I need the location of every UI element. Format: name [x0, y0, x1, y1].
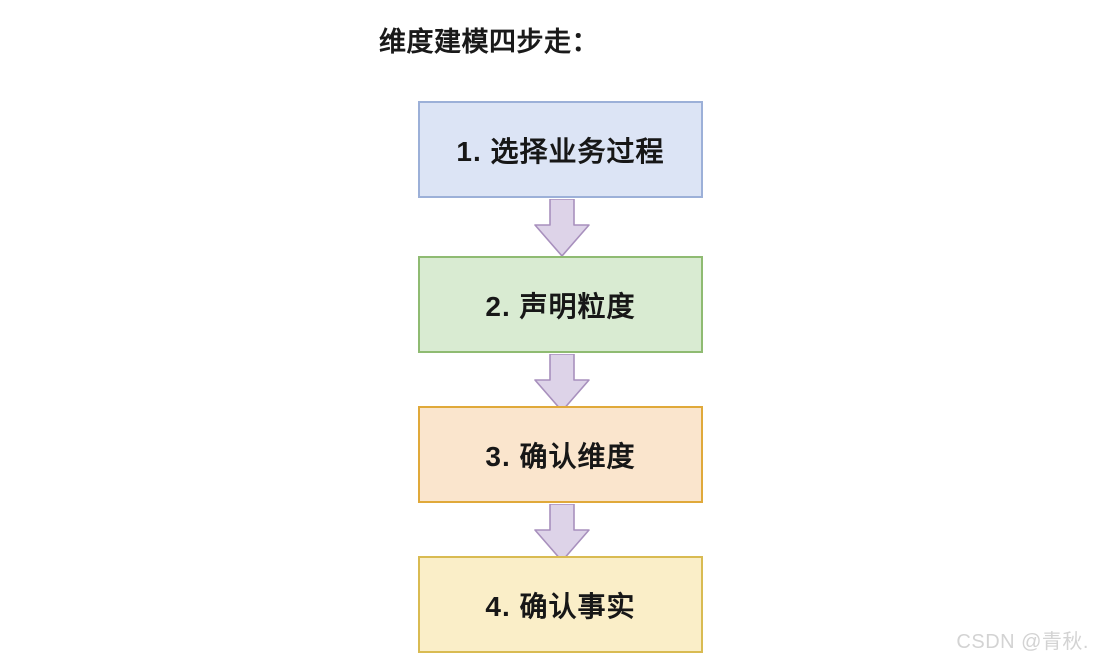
- flow-step-2[interactable]: 2. 声明粒度: [418, 256, 703, 353]
- down-arrow-icon-2: [534, 354, 590, 412]
- page-title: 维度建模四步走：: [379, 27, 599, 57]
- csdn-watermark: CSDN @青秋.: [956, 631, 1089, 653]
- down-arrow-icon-1: [534, 199, 590, 257]
- flow-step-2-label: 2. 声明粒度: [485, 290, 636, 322]
- flow-step-1[interactable]: 1. 选择业务过程: [418, 101, 703, 198]
- flow-step-3-label: 3. 确认维度: [485, 440, 636, 472]
- flowchart-steps-column: 1. 选择业务过程 2. 声明粒度 3. 确认维度 4. 确认事实: [418, 101, 703, 653]
- flow-step-1-label: 1. 选择业务过程: [456, 135, 665, 167]
- down-arrow-icon-3: [534, 504, 590, 562]
- flow-step-4[interactable]: 4. 确认事实: [418, 556, 703, 653]
- flow-step-3[interactable]: 3. 确认维度: [418, 406, 703, 503]
- flow-step-4-label: 4. 确认事实: [485, 590, 636, 622]
